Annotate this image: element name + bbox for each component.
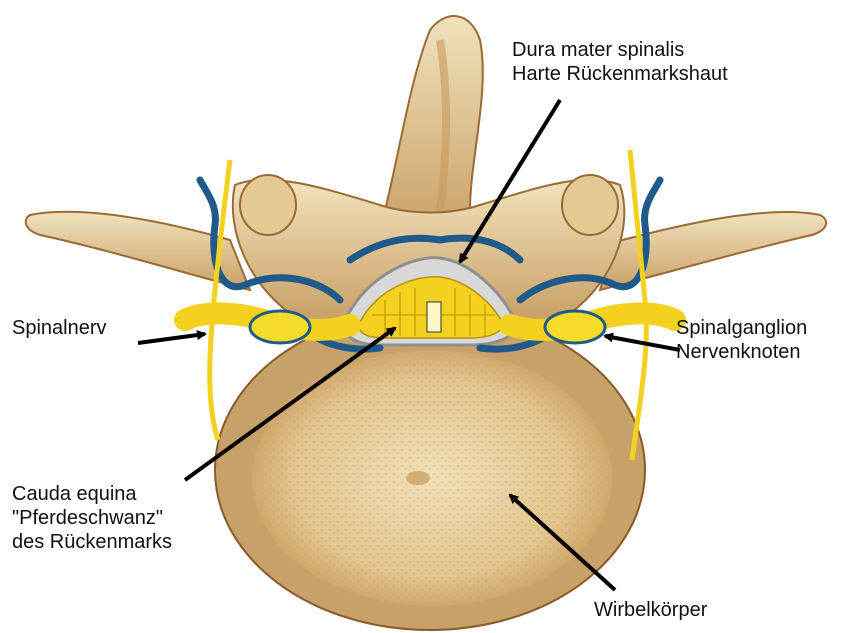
- label-spinal-ganglion: Spinalganglion Nervenknoten: [676, 316, 807, 364]
- label-cauda-line2: "Pferdeschwanz": [12, 506, 172, 530]
- arrow-ganglion: [605, 336, 680, 350]
- label-dura-mater: Dura mater spinalis Harte Rückenmarkshau…: [512, 38, 728, 86]
- label-cauda-line1: Cauda equina: [12, 482, 172, 506]
- label-dura-line1: Dura mater spinalis: [512, 38, 728, 62]
- label-ganglion-line2: Nervenknoten: [676, 340, 807, 364]
- label-cauda-line3: des Rückenmarks: [12, 530, 172, 554]
- label-vertebral-body: Wirbelkörper: [594, 598, 707, 622]
- label-dura-line2: Harte Rückenmarkshaut: [512, 62, 728, 86]
- spinous-process: [385, 16, 483, 232]
- label-wirbel-line1: Wirbelkörper: [594, 598, 707, 622]
- right-spinal-ganglion: [545, 311, 605, 343]
- label-ganglion-line1: Spinalganglion: [676, 316, 807, 340]
- label-spinal-nerve: Spinalnerv: [12, 316, 107, 340]
- arrow-spinalnerv: [138, 334, 205, 343]
- label-spinalnerv-line1: Spinalnerv: [12, 316, 107, 340]
- label-cauda-equina: Cauda equina "Pferdeschwanz" des Rückenm…: [12, 482, 172, 554]
- left-spinal-ganglion: [250, 311, 310, 343]
